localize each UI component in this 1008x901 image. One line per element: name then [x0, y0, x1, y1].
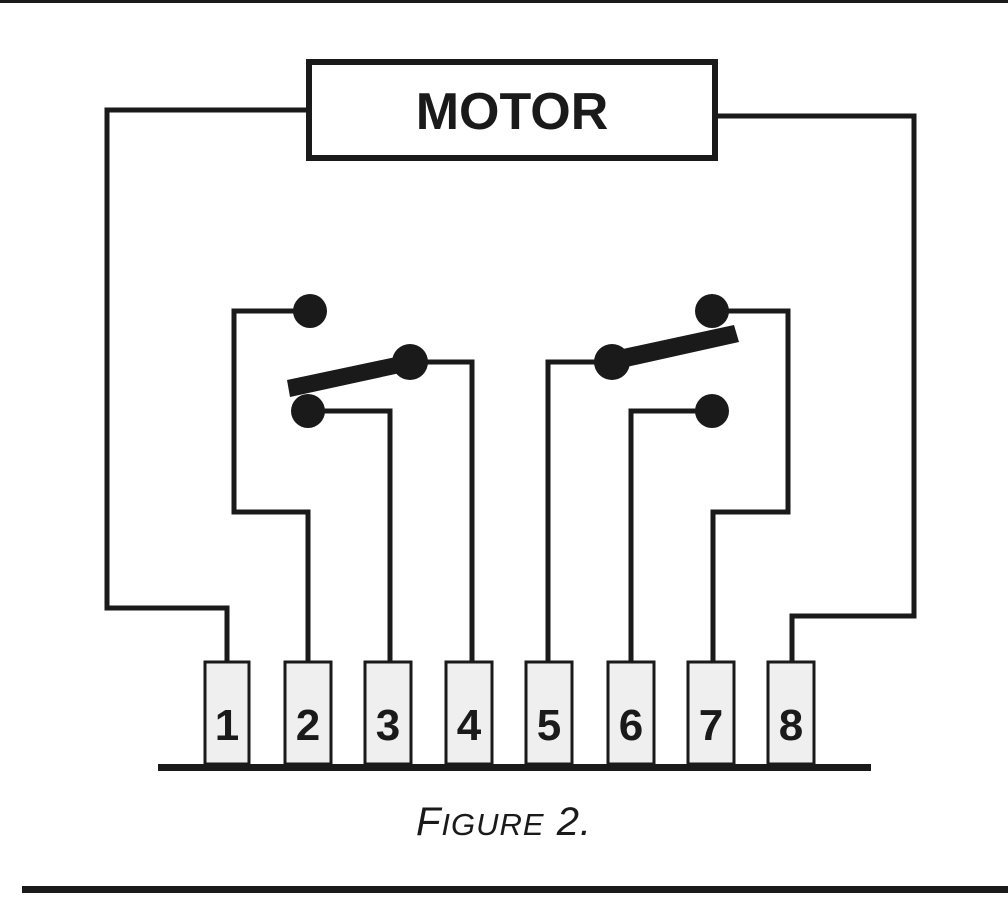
wires — [104, 107, 917, 665]
terminal-4-label: 4 — [457, 701, 482, 750]
terminal-5: 5 — [524, 660, 574, 766]
wire-left-switch-pivot-to-terminal-4 — [407, 359, 475, 665]
terminal-7-label: 7 — [699, 701, 723, 750]
wire-left-switch-lower-contact-to-terminal-3 — [305, 408, 393, 665]
left-switch — [287, 294, 428, 428]
wire-motor-to-terminal-1 — [104, 107, 312, 665]
terminal-8-box — [766, 660, 816, 766]
terminal-1-label: 1 — [215, 701, 239, 750]
motor-label: MOTOR — [416, 83, 609, 141]
terminal-strip: 1 2 3 4 5 6 7 8 — [158, 660, 871, 771]
motor-box — [306, 59, 718, 161]
right-switch — [594, 294, 739, 428]
terminal-6-box — [606, 660, 656, 766]
wire-left-switch-upper-contact-to-terminal-2 — [231, 308, 313, 665]
terminal-5-label: 5 — [537, 701, 561, 750]
caption-word: IGURE — [441, 807, 545, 842]
terminal-base-bar — [158, 764, 871, 771]
terminal-8: 8 — [766, 660, 816, 766]
caption-number: 2. — [556, 800, 593, 844]
right-switch-upper-contact — [695, 294, 729, 328]
caption-first-letter: F — [415, 800, 442, 844]
terminal-7-box — [686, 660, 736, 766]
bottom-border-rule — [22, 886, 1008, 893]
left-switch-lower-contact — [291, 394, 325, 428]
terminal-1-box — [203, 660, 251, 766]
wire-motor-to-terminal-8 — [712, 113, 917, 665]
terminal-3: 3 — [363, 660, 413, 766]
terminal-7: 7 — [686, 660, 736, 766]
terminal-2-label: 2 — [296, 701, 320, 750]
terminal-3-label: 3 — [376, 701, 400, 750]
wire-right-switch-lower-contact-to-terminal-6 — [628, 408, 715, 665]
terminal-2: 2 — [283, 660, 333, 766]
terminal-4-box — [444, 660, 494, 766]
figure-caption: FIGURE 2. — [0, 800, 1008, 845]
wire-right-switch-pivot-to-terminal-5 — [545, 359, 615, 665]
terminal-1: 1 — [203, 660, 251, 766]
top-border-rule — [0, 0, 1008, 3]
left-switch-upper-contact — [293, 294, 327, 328]
wire-right-switch-upper-contact-to-terminal-7 — [709, 308, 791, 665]
terminal-6: 6 — [606, 660, 656, 766]
motor-block: MOTOR — [306, 59, 718, 161]
right-switch-lower-contact — [695, 394, 729, 428]
terminal-8-label: 8 — [779, 701, 803, 750]
terminal-3-box — [363, 660, 413, 766]
terminal-6-label: 6 — [619, 701, 643, 750]
terminal-4: 4 — [444, 660, 494, 766]
left-switch-lever — [287, 354, 414, 397]
right-switch-lever — [609, 325, 739, 370]
